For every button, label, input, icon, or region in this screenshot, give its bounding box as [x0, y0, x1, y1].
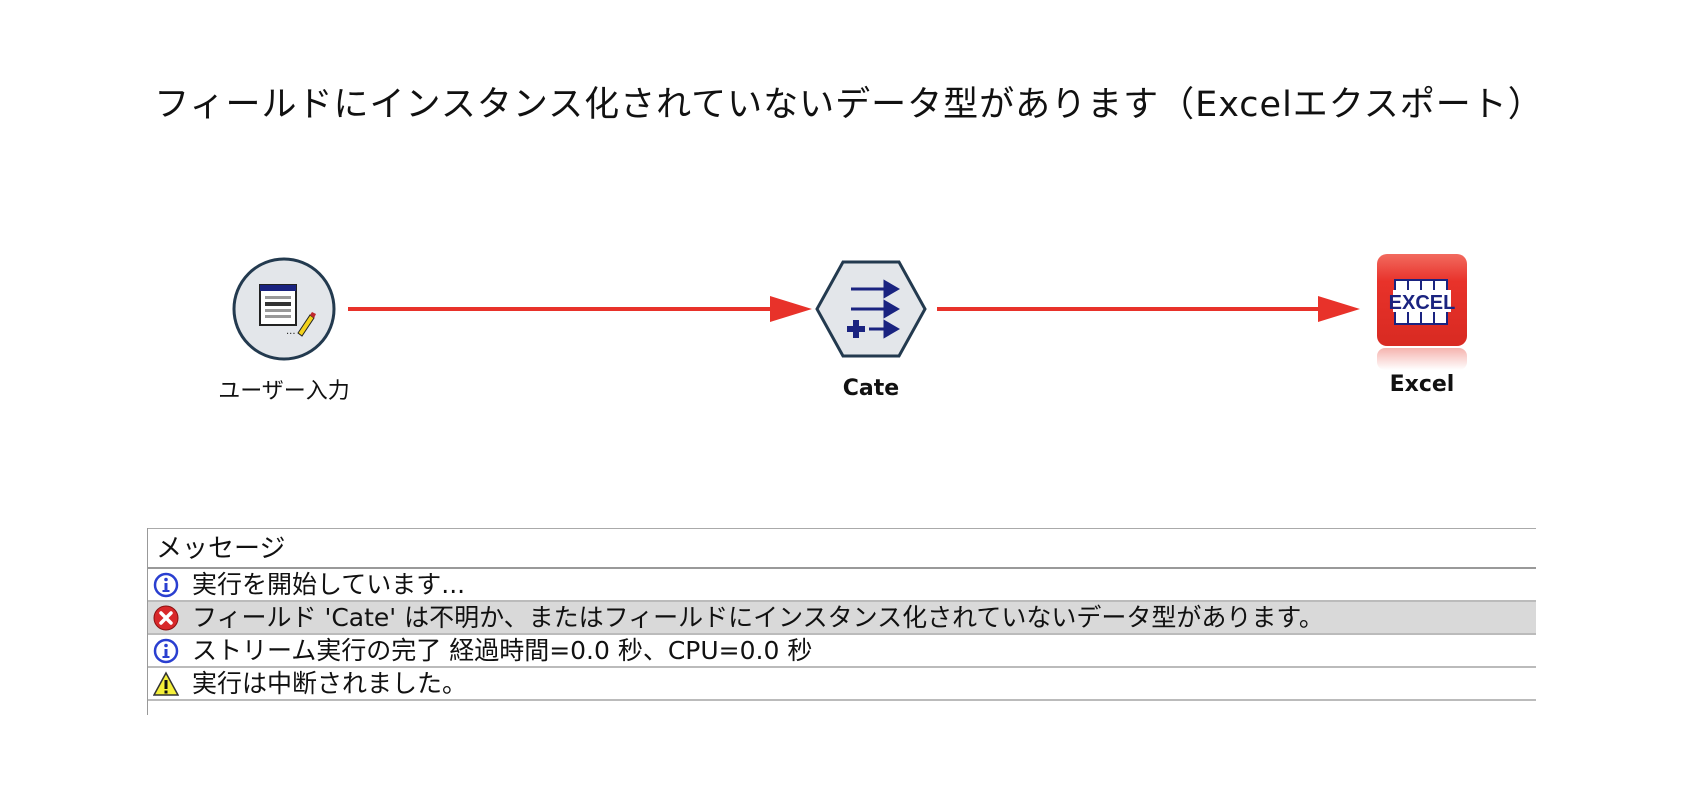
page-title: フィールドにインスタンス化されていないデータ型があります（Excelエクスポート…	[154, 85, 1544, 125]
node-cate[interactable]: Cate	[815, 260, 927, 401]
derive-arrows-icon	[815, 260, 927, 358]
message-row[interactable]: 実行は中断されました。	[148, 668, 1536, 701]
node-user-input[interactable]: ... ユーザー入力	[218, 257, 350, 404]
stream-links	[348, 296, 1360, 322]
messages-panel: メッセージ 実行を開始しています... フィールド 'Cate' は不明か、また…	[147, 528, 1536, 715]
info-icon	[153, 572, 179, 598]
message-row[interactable]: 実行を開始しています...	[148, 569, 1536, 602]
link-cate-to-excel[interactable]	[937, 296, 1360, 322]
link-user-input-to-cate[interactable]	[348, 296, 812, 322]
user-input-icon: ...	[232, 257, 336, 361]
message-row[interactable]: ストリーム実行の完了 経過時間=0.0 秒、CPU=0.0 秒	[148, 635, 1536, 668]
message-text: 実行を開始しています...	[192, 570, 466, 599]
node-label: ユーザー入力	[218, 379, 350, 404]
svg-text:EXCEL: EXCEL	[1389, 292, 1456, 314]
stream-canvas: ... ユーザー入力 Cate	[218, 252, 1469, 404]
excel-export-icon: EXCEL	[1377, 254, 1467, 370]
warning-icon	[153, 671, 179, 696]
error-icon	[153, 605, 179, 631]
node-excel[interactable]: EXCEL Excel	[1375, 252, 1469, 397]
messages-header: メッセージ	[148, 528, 1536, 569]
node-label: Excel	[1389, 372, 1455, 397]
node-label: Cate	[842, 376, 900, 401]
info-icon	[153, 638, 179, 664]
message-text: フィールド 'Cate' は不明か、またはフィールドにインスタンス化されていない…	[192, 603, 1324, 632]
message-text: 実行は中断されました。	[192, 669, 468, 698]
svg-text:...: ...	[286, 326, 296, 337]
message-row[interactable]: フィールド 'Cate' は不明か、またはフィールドにインスタンス化されていない…	[148, 602, 1536, 635]
message-text: ストリーム実行の完了 経過時間=0.0 秒、CPU=0.0 秒	[192, 636, 813, 665]
